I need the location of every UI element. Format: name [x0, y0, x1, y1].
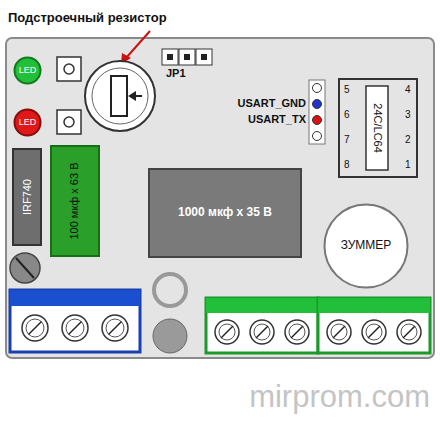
transistor-body: IRF740: [12, 148, 42, 246]
blue-terminal-block: [10, 290, 140, 352]
ring-part: [154, 274, 186, 306]
capacitor-grey: 1000 мкф x 35 В: [148, 168, 302, 258]
pin-number: 7: [344, 134, 350, 145]
pin-number: 6: [344, 109, 350, 120]
jumper-pins: [162, 49, 212, 65]
watermark: mirprom.com: [249, 380, 430, 414]
node-label: 24C/LC64: [372, 103, 384, 153]
pin-number: 1: [405, 159, 411, 170]
leader-line: [126, 31, 150, 58]
pin-number: 2: [405, 134, 411, 145]
callout-label: Подстроечный резистор: [8, 11, 167, 25]
signal-name: USART_GND: [238, 97, 306, 109]
pcb-board: [6, 38, 434, 358]
ic-body: [366, 86, 388, 170]
node-label: LED: [19, 118, 37, 128]
pin-number: 5: [344, 84, 350, 95]
node-label: ЗУММЕР: [341, 239, 392, 252]
node-label: LED: [19, 66, 37, 76]
buzzer: ЗУММЕР: [323, 203, 409, 289]
usart-connector: [309, 80, 325, 144]
led-green: LED: [13, 56, 42, 85]
small-component: [10, 253, 40, 283]
pin-number: 3: [405, 109, 411, 120]
capacitor-green: 100 мкф x 63 В: [50, 145, 100, 257]
round-part: [153, 319, 187, 353]
node-label: IRF740: [21, 179, 33, 215]
jumper-label: JP1: [166, 67, 186, 79]
trimmer-pads: [57, 57, 81, 134]
pin-number: 8: [344, 159, 350, 170]
pin-number: 4: [405, 84, 411, 95]
node-label: 1000 мкф x 35 В: [178, 206, 272, 219]
green-terminal-blocks: [206, 298, 430, 353]
led-red: LED: [13, 108, 42, 137]
signal-name: USART_TX: [248, 113, 306, 125]
trimmer-resistor: [85, 61, 155, 131]
node-label: 100 мкф x 63 В: [69, 162, 81, 239]
